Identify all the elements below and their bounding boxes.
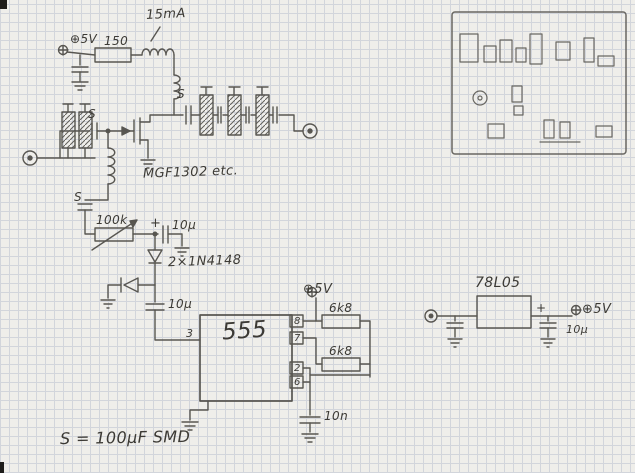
pcb-layout-sketch xyxy=(451,11,627,155)
gate-network xyxy=(59,103,135,201)
supply-5v-reg-label: ⊕5V xyxy=(582,302,612,317)
ground-symbol xyxy=(140,159,156,169)
cap-10u-low-label: 10μ xyxy=(168,297,193,311)
ground-symbol xyxy=(71,81,89,91)
supply-5v-555-label: ⊕5V xyxy=(303,282,333,297)
note-label: S = 100μF SMD xyxy=(59,426,191,449)
ground-symbol xyxy=(181,421,199,431)
bypass-cap xyxy=(71,66,89,73)
resistor-150 xyxy=(94,47,132,63)
pin-8-label: 8 xyxy=(294,316,301,327)
scan-artifact xyxy=(0,0,7,9)
ground-symbol xyxy=(301,433,319,443)
timer-wiring xyxy=(299,286,371,443)
ic-555-label: 555 xyxy=(221,316,268,346)
pin-2-label: 2 xyxy=(294,363,301,374)
cap-s-source-label: S xyxy=(74,190,83,204)
coupling-cap-s xyxy=(91,122,98,140)
cap-s-gate-label: S xyxy=(88,107,97,121)
resistor-6k8-top xyxy=(321,314,361,329)
coupling-cap-drain xyxy=(185,105,192,125)
ground-symbol xyxy=(174,247,190,257)
supply-5v-top-label: ⊕5V xyxy=(70,32,98,46)
resonator xyxy=(199,94,214,136)
ic-555-body xyxy=(199,314,293,402)
resistor-6k8-top-label: 6k8 xyxy=(329,301,353,315)
diodes-label: 2×1N4148 xyxy=(167,252,242,271)
transistor-mgf1302 xyxy=(133,114,184,169)
pin-6-label: 6 xyxy=(294,377,301,388)
resonator xyxy=(255,94,270,136)
cap-polarity-plus-out: + xyxy=(536,301,547,315)
timer-555 xyxy=(181,314,304,431)
ground-symbol xyxy=(447,338,463,348)
gate-arrow xyxy=(121,126,131,136)
pcb-pad xyxy=(472,90,488,106)
cap-s-drain-label: S xyxy=(177,87,186,101)
cap-s-source xyxy=(77,203,93,211)
current-15ma-label: 15mA xyxy=(145,5,187,24)
cap-10n xyxy=(299,416,321,424)
cap-reg-out-label: 10μ xyxy=(566,323,589,336)
cap-reg-out xyxy=(539,322,557,329)
cap-polarity-plus: + xyxy=(150,216,162,231)
cap-10u-low xyxy=(145,303,165,311)
cap-reg-in xyxy=(446,322,464,329)
diode xyxy=(147,249,163,263)
bias-network xyxy=(77,203,201,341)
cap-10u-bias-label: 10μ xyxy=(172,218,197,232)
cap-10u-bias xyxy=(162,225,169,244)
regulator-78l05 xyxy=(424,295,582,348)
power-rail xyxy=(57,26,181,116)
inductor-gate-choke xyxy=(107,147,116,185)
pcb-outline xyxy=(451,11,627,155)
resistor-6k8-bottom xyxy=(321,357,361,372)
resonator xyxy=(227,94,242,136)
pin-3-label: 3 xyxy=(186,327,194,340)
ground-symbol xyxy=(540,338,556,348)
regulator-label: 78L05 xyxy=(475,275,521,291)
pin-7-label: 7 xyxy=(294,333,301,344)
ground-symbol xyxy=(100,299,116,309)
diode xyxy=(123,277,139,293)
input-connector xyxy=(22,150,96,166)
regulator-body xyxy=(476,295,532,329)
transistor-label: MGF1302 etc. xyxy=(142,163,239,182)
inductor-drain-choke xyxy=(173,74,181,100)
output-connector xyxy=(302,123,318,139)
interdigital-filter xyxy=(185,86,304,136)
current-arrow xyxy=(150,26,161,42)
resistor-6k8-bottom-label: 6k8 xyxy=(329,344,353,358)
resistor-150-label: 150 xyxy=(104,34,129,48)
trimmer-block xyxy=(61,111,76,149)
inductor-rfc xyxy=(141,48,175,56)
scan-artifact xyxy=(0,462,4,473)
cap-10n-label: 10n xyxy=(324,409,349,423)
resistor-100k-label: 100k xyxy=(96,213,128,227)
